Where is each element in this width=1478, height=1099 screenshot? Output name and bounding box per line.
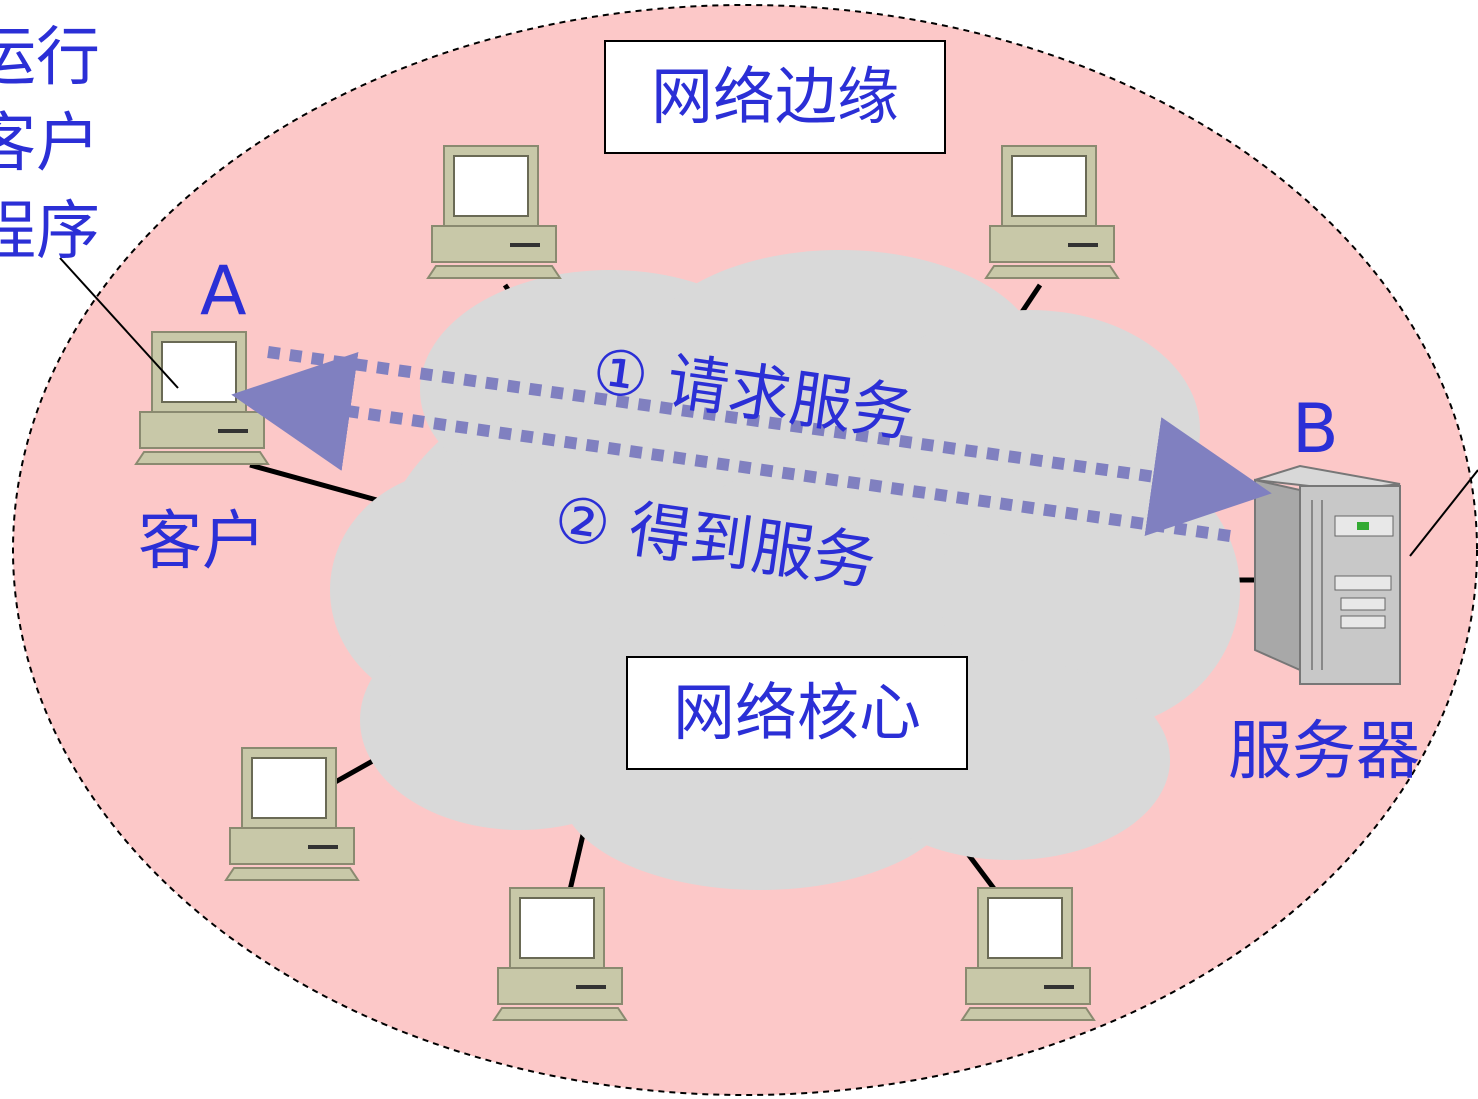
run-client-line3: 程序 bbox=[0, 195, 100, 269]
request-arrow bbox=[267, 346, 1272, 537]
run-client-line2: 客户 bbox=[0, 107, 100, 181]
server-tower-icon bbox=[1254, 464, 1401, 685]
client-caption: 客户 bbox=[138, 505, 266, 579]
host-b-label: B bbox=[1292, 390, 1339, 469]
host-a-label: A bbox=[200, 252, 247, 331]
response-arrow bbox=[231, 352, 1231, 542]
pointer-client-program bbox=[59, 257, 179, 389]
network-core-box: 网络核心 bbox=[626, 656, 968, 770]
pointer-server-program bbox=[1409, 469, 1478, 557]
server-caption: 服务器 bbox=[1228, 715, 1420, 789]
run-client-line1: 运行 bbox=[0, 21, 100, 95]
network-edge-box: 网络边缘 bbox=[604, 40, 946, 154]
